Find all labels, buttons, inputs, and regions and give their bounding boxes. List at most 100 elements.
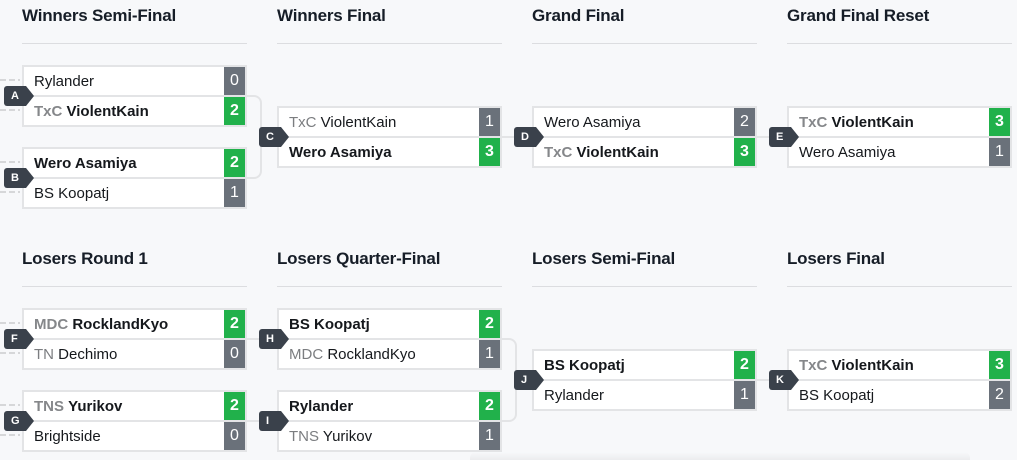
- incoming-connector: [0, 434, 20, 436]
- score: 2: [224, 310, 245, 338]
- player-name: TNS Yurikov: [289, 427, 373, 445]
- match-slot[interactable]: Rylander 1: [534, 381, 755, 409]
- score: 3: [989, 108, 1010, 136]
- score: 3: [989, 351, 1010, 379]
- match-badge-i: I: [259, 411, 289, 431]
- score: 2: [479, 310, 500, 338]
- match-badge-c: C: [259, 127, 289, 147]
- match-slot[interactable]: Wero Asamiya 2: [534, 108, 755, 136]
- match-c[interactable]: TxC ViolentKain 1 Wero Asamiya 3: [277, 106, 502, 168]
- match-f[interactable]: MDC RocklandKyo 2 TN Dechimo 0: [22, 308, 247, 370]
- match-slot[interactable]: BS Koopatj 1: [24, 179, 245, 207]
- match-g[interactable]: TNS Yurikov 2 Brightside 0: [22, 390, 247, 452]
- score: 1: [479, 340, 500, 368]
- score: 1: [479, 422, 500, 450]
- incoming-connector: [0, 79, 20, 81]
- player-name: Wero Asamiya: [289, 143, 392, 161]
- player-name: TxC ViolentKain: [289, 113, 397, 131]
- match-slot[interactable]: Wero Asamiya 1: [789, 138, 1010, 166]
- match-badge-j: J: [514, 370, 544, 390]
- match-slot[interactable]: MDC RocklandKyo 2: [24, 310, 245, 338]
- score: 1: [224, 179, 245, 207]
- player-name: BS Koopatj: [799, 386, 875, 404]
- player-name: TxC ViolentKain: [799, 356, 914, 374]
- match-slot[interactable]: TN Dechimo 0: [24, 340, 245, 368]
- player-name: MDC RocklandKyo: [34, 315, 169, 333]
- score: 2: [734, 351, 755, 379]
- round-title-losers-semi-final: Losers Semi-Final: [532, 249, 676, 268]
- score: 0: [224, 340, 245, 368]
- match-slot[interactable]: Rylander 2: [279, 392, 500, 420]
- player-name: BS Koopatj: [289, 315, 370, 333]
- round-title-grand-final-reset: Grand Final Reset: [787, 6, 930, 25]
- player-name: Wero Asamiya: [799, 143, 896, 161]
- player-name: MDC RocklandKyo: [289, 345, 416, 363]
- incoming-connector: [0, 191, 20, 193]
- score: 1: [479, 108, 500, 136]
- incoming-connector: [0, 161, 20, 163]
- incoming-connector: [0, 322, 20, 324]
- match-e[interactable]: TxC ViolentKain 3 Wero Asamiya 1: [787, 106, 1012, 168]
- player-name: TN Dechimo: [34, 345, 118, 363]
- heading-divider: [787, 43, 1012, 44]
- player-name: BS Koopatj: [544, 356, 625, 374]
- score: 2: [224, 392, 245, 420]
- player-name: Rylander: [544, 386, 605, 404]
- score: 3: [734, 138, 755, 166]
- score: 1: [989, 138, 1010, 166]
- match-a[interactable]: Rylander 0 TxC ViolentKain 2: [22, 65, 247, 127]
- match-slot[interactable]: TxC ViolentKain 3: [789, 351, 1010, 379]
- match-slot[interactable]: TxC ViolentKain 3: [534, 138, 755, 166]
- player-name: TxC ViolentKain: [34, 102, 149, 120]
- overlay-shadow: [470, 452, 970, 460]
- heading-divider: [787, 286, 1012, 287]
- match-badge-d: D: [514, 127, 544, 147]
- match-j[interactable]: BS Koopatj 2 Rylander 1: [532, 349, 757, 411]
- match-slot[interactable]: Brightside 0: [24, 422, 245, 450]
- player-name: BS Koopatj: [34, 184, 110, 202]
- match-slot[interactable]: BS Koopatj 2: [279, 310, 500, 338]
- match-badge-b: B: [4, 168, 34, 188]
- match-slot[interactable]: TNS Yurikov 1: [279, 422, 500, 450]
- score: 2: [989, 381, 1010, 409]
- match-badge-e: E: [769, 127, 799, 147]
- score: 0: [224, 422, 245, 450]
- player-name: Wero Asamiya: [34, 154, 137, 172]
- match-slot[interactable]: TNS Yurikov 2: [24, 392, 245, 420]
- heading-divider: [22, 286, 247, 287]
- player-name: TxC ViolentKain: [799, 113, 914, 131]
- match-slot[interactable]: TxC ViolentKain 1: [279, 108, 500, 136]
- heading-divider: [277, 43, 502, 44]
- score: 2: [479, 392, 500, 420]
- round-title-losers-final: Losers Final: [787, 249, 885, 268]
- incoming-connector: [0, 109, 20, 111]
- player-name: TxC ViolentKain: [544, 143, 659, 161]
- match-slot[interactable]: TxC ViolentKain 2: [24, 97, 245, 125]
- match-slot[interactable]: Wero Asamiya 2: [24, 149, 245, 177]
- match-slot[interactable]: TxC ViolentKain 3: [789, 108, 1010, 136]
- match-slot[interactable]: BS Koopatj 2: [534, 351, 755, 379]
- round-title-winners-final: Winners Final: [277, 6, 386, 25]
- score: 1: [734, 381, 755, 409]
- match-badge-g: G: [4, 411, 34, 431]
- round-title-losers-round-1: Losers Round 1: [22, 249, 148, 268]
- match-i[interactable]: Rylander 2 TNS Yurikov 1: [277, 390, 502, 452]
- match-slot[interactable]: BS Koopatj 2: [789, 381, 1010, 409]
- match-slot[interactable]: MDC RocklandKyo 1: [279, 340, 500, 368]
- match-badge-k: K: [769, 370, 799, 390]
- round-title-grand-final: Grand Final: [532, 6, 625, 25]
- match-h[interactable]: BS Koopatj 2 MDC RocklandKyo 1: [277, 308, 502, 370]
- match-b[interactable]: Wero Asamiya 2 BS Koopatj 1: [22, 147, 247, 209]
- match-d[interactable]: Wero Asamiya 2 TxC ViolentKain 3: [532, 106, 757, 168]
- match-k[interactable]: TxC ViolentKain 3 BS Koopatj 2: [787, 349, 1012, 411]
- match-slot[interactable]: Wero Asamiya 3: [279, 138, 500, 166]
- incoming-connector: [0, 352, 20, 354]
- match-badge-h: H: [259, 329, 289, 349]
- heading-divider: [532, 43, 757, 44]
- round-title-losers-quarter-final: Losers Quarter-Final: [277, 249, 441, 268]
- incoming-connector: [0, 404, 20, 406]
- score: 2: [224, 97, 245, 125]
- player-name: Rylander: [34, 72, 95, 90]
- match-slot[interactable]: Rylander 0: [24, 67, 245, 95]
- heading-divider: [532, 286, 757, 287]
